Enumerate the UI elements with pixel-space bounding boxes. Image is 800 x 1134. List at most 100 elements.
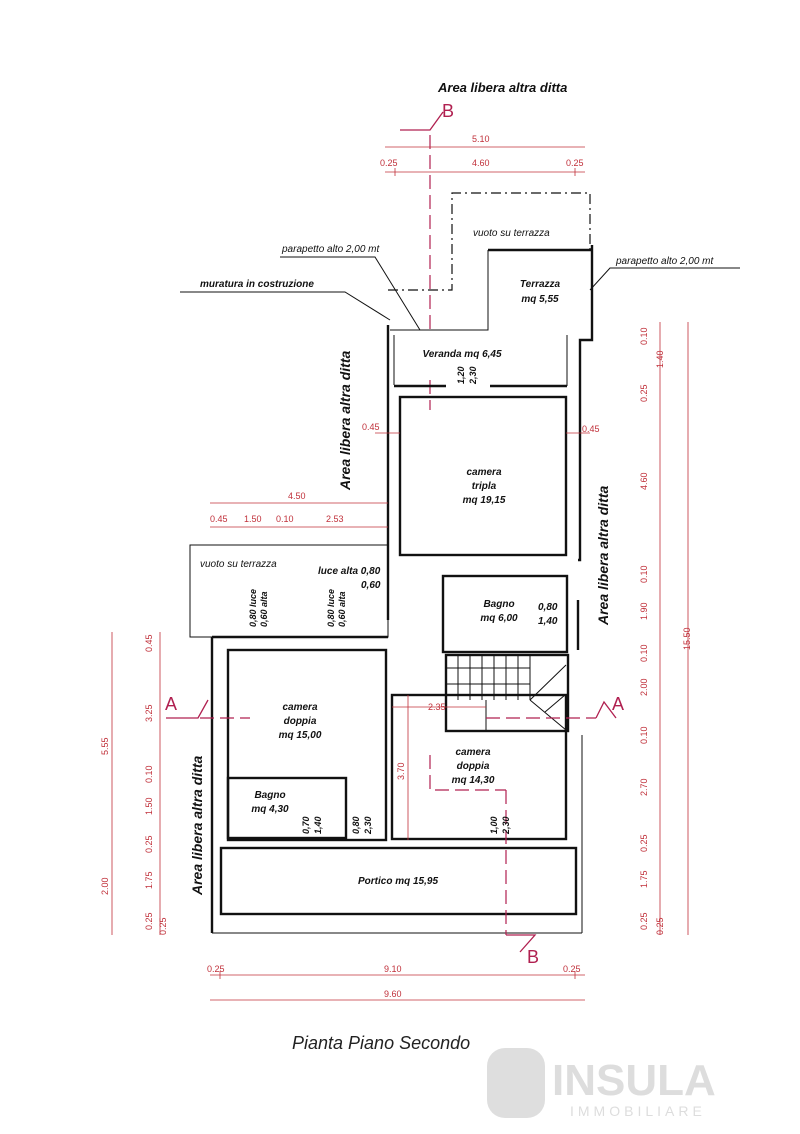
walls [189, 245, 594, 934]
top-area-label: Area libera altra ditta [437, 80, 567, 95]
dim-top-total: 5.10 [472, 134, 490, 144]
dim-mid-3: 0.10 [276, 514, 294, 524]
dim-r-270: 2.70 [639, 778, 649, 796]
veranda-door-b: 2,30 [468, 366, 478, 385]
left-dimensions: 0.45 3.25 0.10 1.50 0.25 1.75 0.25 0.25 … [100, 632, 168, 935]
dim-l-025c: 0.25 [158, 917, 168, 935]
dim-l-175: 1.75 [144, 871, 154, 889]
note-parapetto-left: parapetto alto 2,00 mt [281, 244, 381, 255]
section-b-bottom: B [505, 790, 539, 967]
luce-alta-h: 0,60 [361, 580, 381, 591]
dim-r-175: 1.75 [639, 870, 649, 888]
camera-doppia1-2: doppia [284, 716, 317, 727]
dim-mid-4: 2.53 [326, 514, 344, 524]
dim-r-010d: 0.10 [639, 726, 649, 744]
dim-mid-total: 4.50 [288, 491, 306, 501]
dim-l-150: 1.50 [144, 797, 154, 815]
bagno1-area: mq 6,00 [480, 613, 518, 624]
dim-r-200: 2.00 [639, 678, 649, 696]
section-b-bottom-label: B [527, 947, 539, 967]
plan-title: Pianta Piano Secondo [292, 1033, 470, 1053]
section-b-top: B [400, 101, 454, 410]
window2-a: 0,80 luce [326, 589, 336, 627]
note-vuoto-top: vuoto su terrazza [473, 228, 550, 239]
dim-l-025a: 0.25 [144, 835, 154, 853]
dim-side-left-045: 0.45 [362, 422, 380, 432]
watermark-logo: INSULA IMMOBILIARE [487, 1048, 716, 1119]
window1-b: 0,60 alta [259, 591, 269, 627]
dim-l-555: 5.55 [100, 737, 110, 755]
watermark-text: INSULA [552, 1056, 716, 1105]
dim-r-010b: 0.10 [639, 565, 649, 583]
section-a: A A [165, 694, 624, 791]
dim-l-010: 0.10 [144, 765, 154, 783]
camera-doppia1-3: mq 15,00 [279, 730, 322, 741]
dim-bottom-mid: 9.10 [384, 964, 402, 974]
dim-inner-370: 3.70 [396, 762, 406, 780]
camera-doppia1-1: camera [282, 702, 317, 713]
dim-top-right: 0.25 [566, 158, 584, 168]
terrazza-area: mq 5,55 [521, 294, 559, 305]
dim-r-140: 1.40 [655, 350, 665, 368]
dim-side-right-045: 0.45 [582, 424, 600, 434]
camera-tripla-2: tripla [472, 481, 497, 492]
dim-bottom-right: 0.25 [563, 964, 581, 974]
inner-dimensions: 0.45 0.45 4.50 0.45 1.50 0.10 2.53 2.35 … [210, 422, 600, 840]
door2-b: 2,30 [501, 816, 511, 835]
left-upper-area-label: Area libera altra ditta [337, 351, 353, 491]
dim-l-200: 2.00 [100, 877, 110, 895]
note-muratura: muratura in costruzione [200, 279, 314, 290]
dim-r-460: 4.60 [639, 472, 649, 490]
left-lower-area-label: Area libera altra ditta [189, 756, 205, 896]
dim-r-025c: 0.25 [639, 912, 649, 930]
bagno2-window-a: 0,70 [301, 816, 311, 834]
bagno-window-b: 1,40 [538, 616, 558, 627]
camera-tripla-1: camera [466, 467, 501, 478]
dim-mid-2: 1.50 [244, 514, 262, 524]
dim-r-010a: 0.10 [639, 327, 649, 345]
vuoto-left-note: vuoto su terrazza [200, 559, 277, 570]
section-a-right-label: A [612, 694, 624, 714]
room-labels: Terrazza mq 5,55 Veranda mq 6,45 camera … [200, 279, 561, 887]
dim-top-left: 0.25 [380, 158, 398, 168]
terrace-void-outline [388, 192, 591, 291]
portico-label: Portico mq 15,95 [358, 876, 438, 887]
terrazza-name: Terrazza [520, 279, 561, 290]
top-dimensions: 5.10 0.25 4.60 0.25 [380, 134, 585, 176]
door2-a: 1,00 [489, 816, 499, 834]
camera-doppia2-3: mq 14,30 [452, 775, 495, 786]
opening-labels: luce alta 0,80 0,60 0,80 luce 0,60 alta … [248, 366, 558, 835]
dim-r-010c: 0.10 [639, 644, 649, 662]
dim-l-325: 3.25 [144, 704, 154, 722]
note-parapetto-right: parapetto alto 2,00 mt [615, 256, 715, 267]
veranda-door-a: 1,20 [456, 366, 466, 384]
dim-r-190: 1.90 [639, 602, 649, 620]
bagno2-window-b: 1,40 [313, 816, 323, 834]
door-a: 0,80 [351, 816, 361, 834]
dim-top-mid: 4.60 [472, 158, 490, 168]
bagno-window-a: 0,80 [538, 602, 558, 613]
dim-r-025b: 0.25 [639, 834, 649, 852]
dim-bottom-total: 9.60 [384, 989, 402, 999]
luce-alta: luce alta 0,80 [318, 566, 381, 577]
camera-tripla-3: mq 19,15 [463, 495, 506, 506]
bottom-dimensions: 0.25 9.10 0.25 9.60 [207, 964, 585, 1001]
dim-mid-1: 0.45 [210, 514, 228, 524]
dim-r-total: 15.50 [682, 627, 692, 650]
watermark-subtext: IMMOBILIARE [570, 1103, 706, 1119]
notes: vuoto su terrazza parapetto alto 2,00 mt… [180, 228, 740, 331]
right-dimensions: 0.10 1.40 0.25 4.60 0.10 1.90 0.10 2.00 … [639, 322, 692, 935]
window2-b: 0,60 alta [337, 591, 347, 627]
bagno2-area: mq 4,30 [251, 804, 289, 815]
section-a-left-label: A [165, 694, 177, 714]
window1-a: 0,80 luce [248, 589, 258, 627]
dim-r-025a: 0.25 [639, 384, 649, 402]
dim-bottom-left: 0.25 [207, 964, 225, 974]
dim-r-025d: 0.25 [655, 917, 665, 935]
section-b-top-label: B [442, 101, 454, 121]
door-b: 2,30 [363, 816, 373, 835]
camera-doppia2-2: doppia [457, 761, 490, 772]
right-area-label: Area libera altra ditta [595, 486, 611, 626]
bagno1-name: Bagno [483, 599, 514, 610]
